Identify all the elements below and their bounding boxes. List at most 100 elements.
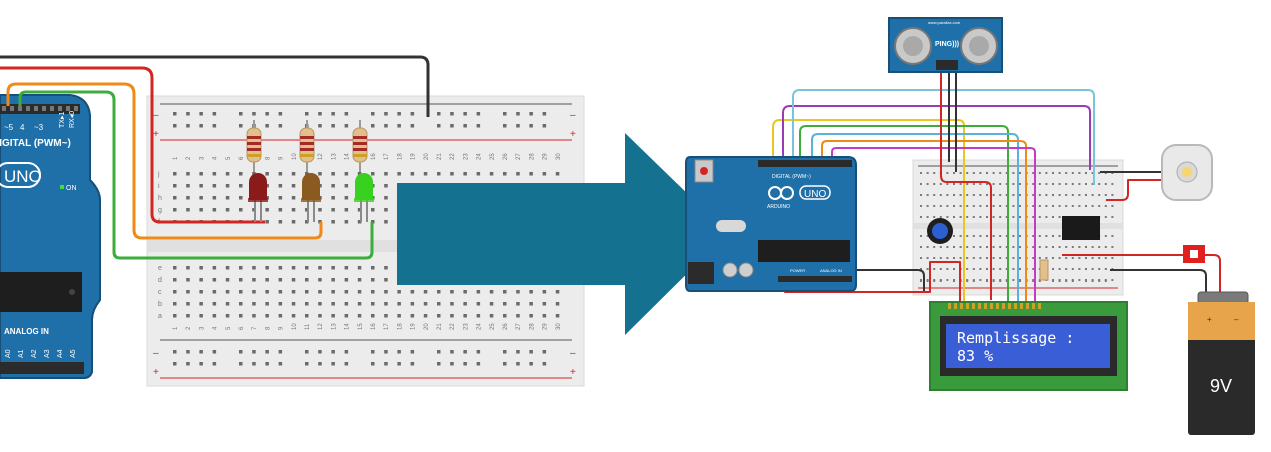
rail-minus-bottom-left: –: [153, 348, 159, 359]
battery-label: 9V: [1210, 376, 1232, 396]
leds: [248, 173, 374, 222]
column-number-bottom: 9: [279, 326, 285, 330]
wire-black-gnd-right: [851, 269, 925, 292]
column-number-top: 18: [397, 153, 403, 160]
rail-plus-top-left: +: [153, 129, 159, 140]
left-analog-label: ANALOG IN: [4, 327, 49, 336]
lcd-screen: [946, 324, 1110, 368]
left-analog-pin-label: A4: [57, 349, 64, 358]
column-number-bottom: 21: [437, 323, 443, 330]
column-number-bottom: 12: [318, 323, 324, 330]
column-number-top: 24: [477, 153, 483, 160]
left-pin-number-3: ~3: [34, 123, 44, 132]
sensor-model-label: PING))): [935, 41, 959, 48]
column-number-bottom: 18: [397, 323, 403, 330]
battery-9v: + – 9V: [1188, 291, 1255, 435]
wire-black-gnd: [0, 55, 430, 117]
battery-minus: –: [1234, 315, 1239, 324]
column-number-top: 23: [463, 153, 469, 160]
column-number-bottom: 16: [371, 323, 377, 330]
right-power-header: [778, 276, 852, 282]
column-number-top: 13: [331, 153, 337, 160]
row-letter: c: [158, 289, 162, 296]
wire-orange-right: [821, 140, 1027, 305]
column-number-bottom: 17: [384, 323, 390, 330]
left-analog-pin-label: A5: [70, 349, 77, 358]
resistor-2: [299, 120, 315, 172]
dc-motor: [1161, 144, 1213, 201]
row-letter: a: [158, 313, 162, 320]
wire-red-led: [0, 66, 265, 224]
transition-arrow: [397, 133, 728, 335]
orange-led: [301, 173, 321, 222]
right-arduino-board: DIGITAL (PWM~) UNO ARDUINO POWER ANALOG …: [685, 156, 857, 292]
battery-plus: +: [1207, 315, 1212, 324]
wire-orange-led: [6, 82, 323, 240]
column-number-top: 5: [226, 156, 232, 160]
row-letter: j: [157, 171, 160, 178]
reset-button: [700, 167, 708, 175]
column-number-bottom: 4: [213, 326, 219, 330]
column-number-top: 10: [292, 153, 298, 160]
column-number-top: 27: [516, 153, 522, 160]
column-number-bottom: 3: [199, 326, 205, 330]
left-digital-label: DIGITAL (PWM~): [0, 138, 71, 149]
power-jack: [688, 262, 714, 284]
green-led: [354, 173, 374, 222]
wire-red-battery: [1203, 254, 1221, 295]
rail-minus-bottom-right: –: [570, 348, 576, 359]
left-analog-pin-label: A0: [5, 349, 12, 358]
column-number-bottom: 19: [411, 323, 417, 330]
column-number-top: 20: [424, 153, 430, 160]
left-analog-pin-label: A3: [44, 349, 51, 358]
left-uno-logo: [0, 162, 41, 188]
lcd-line-1: Remplissage :: [957, 329, 1074, 347]
column-number-bottom: 25: [490, 323, 496, 330]
right-digital-label: DIGITAL (PWM~): [772, 174, 811, 180]
wire-red-motor: [1106, 179, 1165, 201]
column-number-top: 19: [411, 153, 417, 160]
wire-lightblue-1: [792, 89, 1095, 185]
wire-magenta-right: [831, 147, 1036, 305]
left-pin-tx: TX▸1: [59, 112, 66, 128]
rail-minus-top-right: –: [570, 110, 576, 121]
column-number-top: 4: [213, 156, 219, 160]
column-number-bottom: 15: [358, 323, 364, 330]
column-number-bottom: 5: [226, 326, 232, 330]
column-number-top: 17: [384, 153, 390, 160]
column-number-bottom: 28: [529, 323, 535, 330]
row-letter: d: [158, 277, 162, 284]
left-uno-text: UNO: [4, 167, 42, 186]
wire-black-battery: [1110, 269, 1207, 295]
resistor-1: [246, 120, 262, 172]
slide-switch: [1183, 245, 1205, 263]
wire-purple-1: [782, 105, 1091, 170]
column-number-bottom: 14: [345, 323, 351, 330]
column-number-bottom: 22: [450, 323, 456, 330]
column-number-top: 9: [279, 156, 285, 160]
red-led: [248, 173, 268, 222]
column-number-bottom: 13: [331, 323, 337, 330]
column-number-top: 25: [490, 153, 496, 160]
wire-green-right: [799, 125, 1009, 305]
column-number-bottom: 10: [292, 323, 298, 330]
row-letter: h: [158, 195, 162, 202]
lcd-line-2: 83 %: [957, 347, 993, 365]
wire-red-sensor-vcc: [940, 70, 992, 300]
row-letter: e: [158, 265, 162, 272]
column-number-bottom: 6: [239, 326, 245, 330]
relay-module: [1062, 216, 1100, 240]
column-number-top: 22: [450, 153, 456, 160]
column-number-top: 28: [529, 153, 535, 160]
column-number-top: 3: [199, 156, 205, 160]
column-number-top: 16: [371, 153, 377, 160]
right-power-label: POWER: [790, 268, 805, 273]
left-wires: [0, 55, 430, 260]
column-number-bottom: 24: [477, 323, 483, 330]
left-microcontroller-chip: [0, 272, 82, 312]
left-digital-header: [0, 104, 80, 114]
column-number-top: 29: [543, 153, 549, 160]
row-letter: g: [158, 207, 162, 214]
left-pin-number-4: 4: [20, 123, 25, 132]
